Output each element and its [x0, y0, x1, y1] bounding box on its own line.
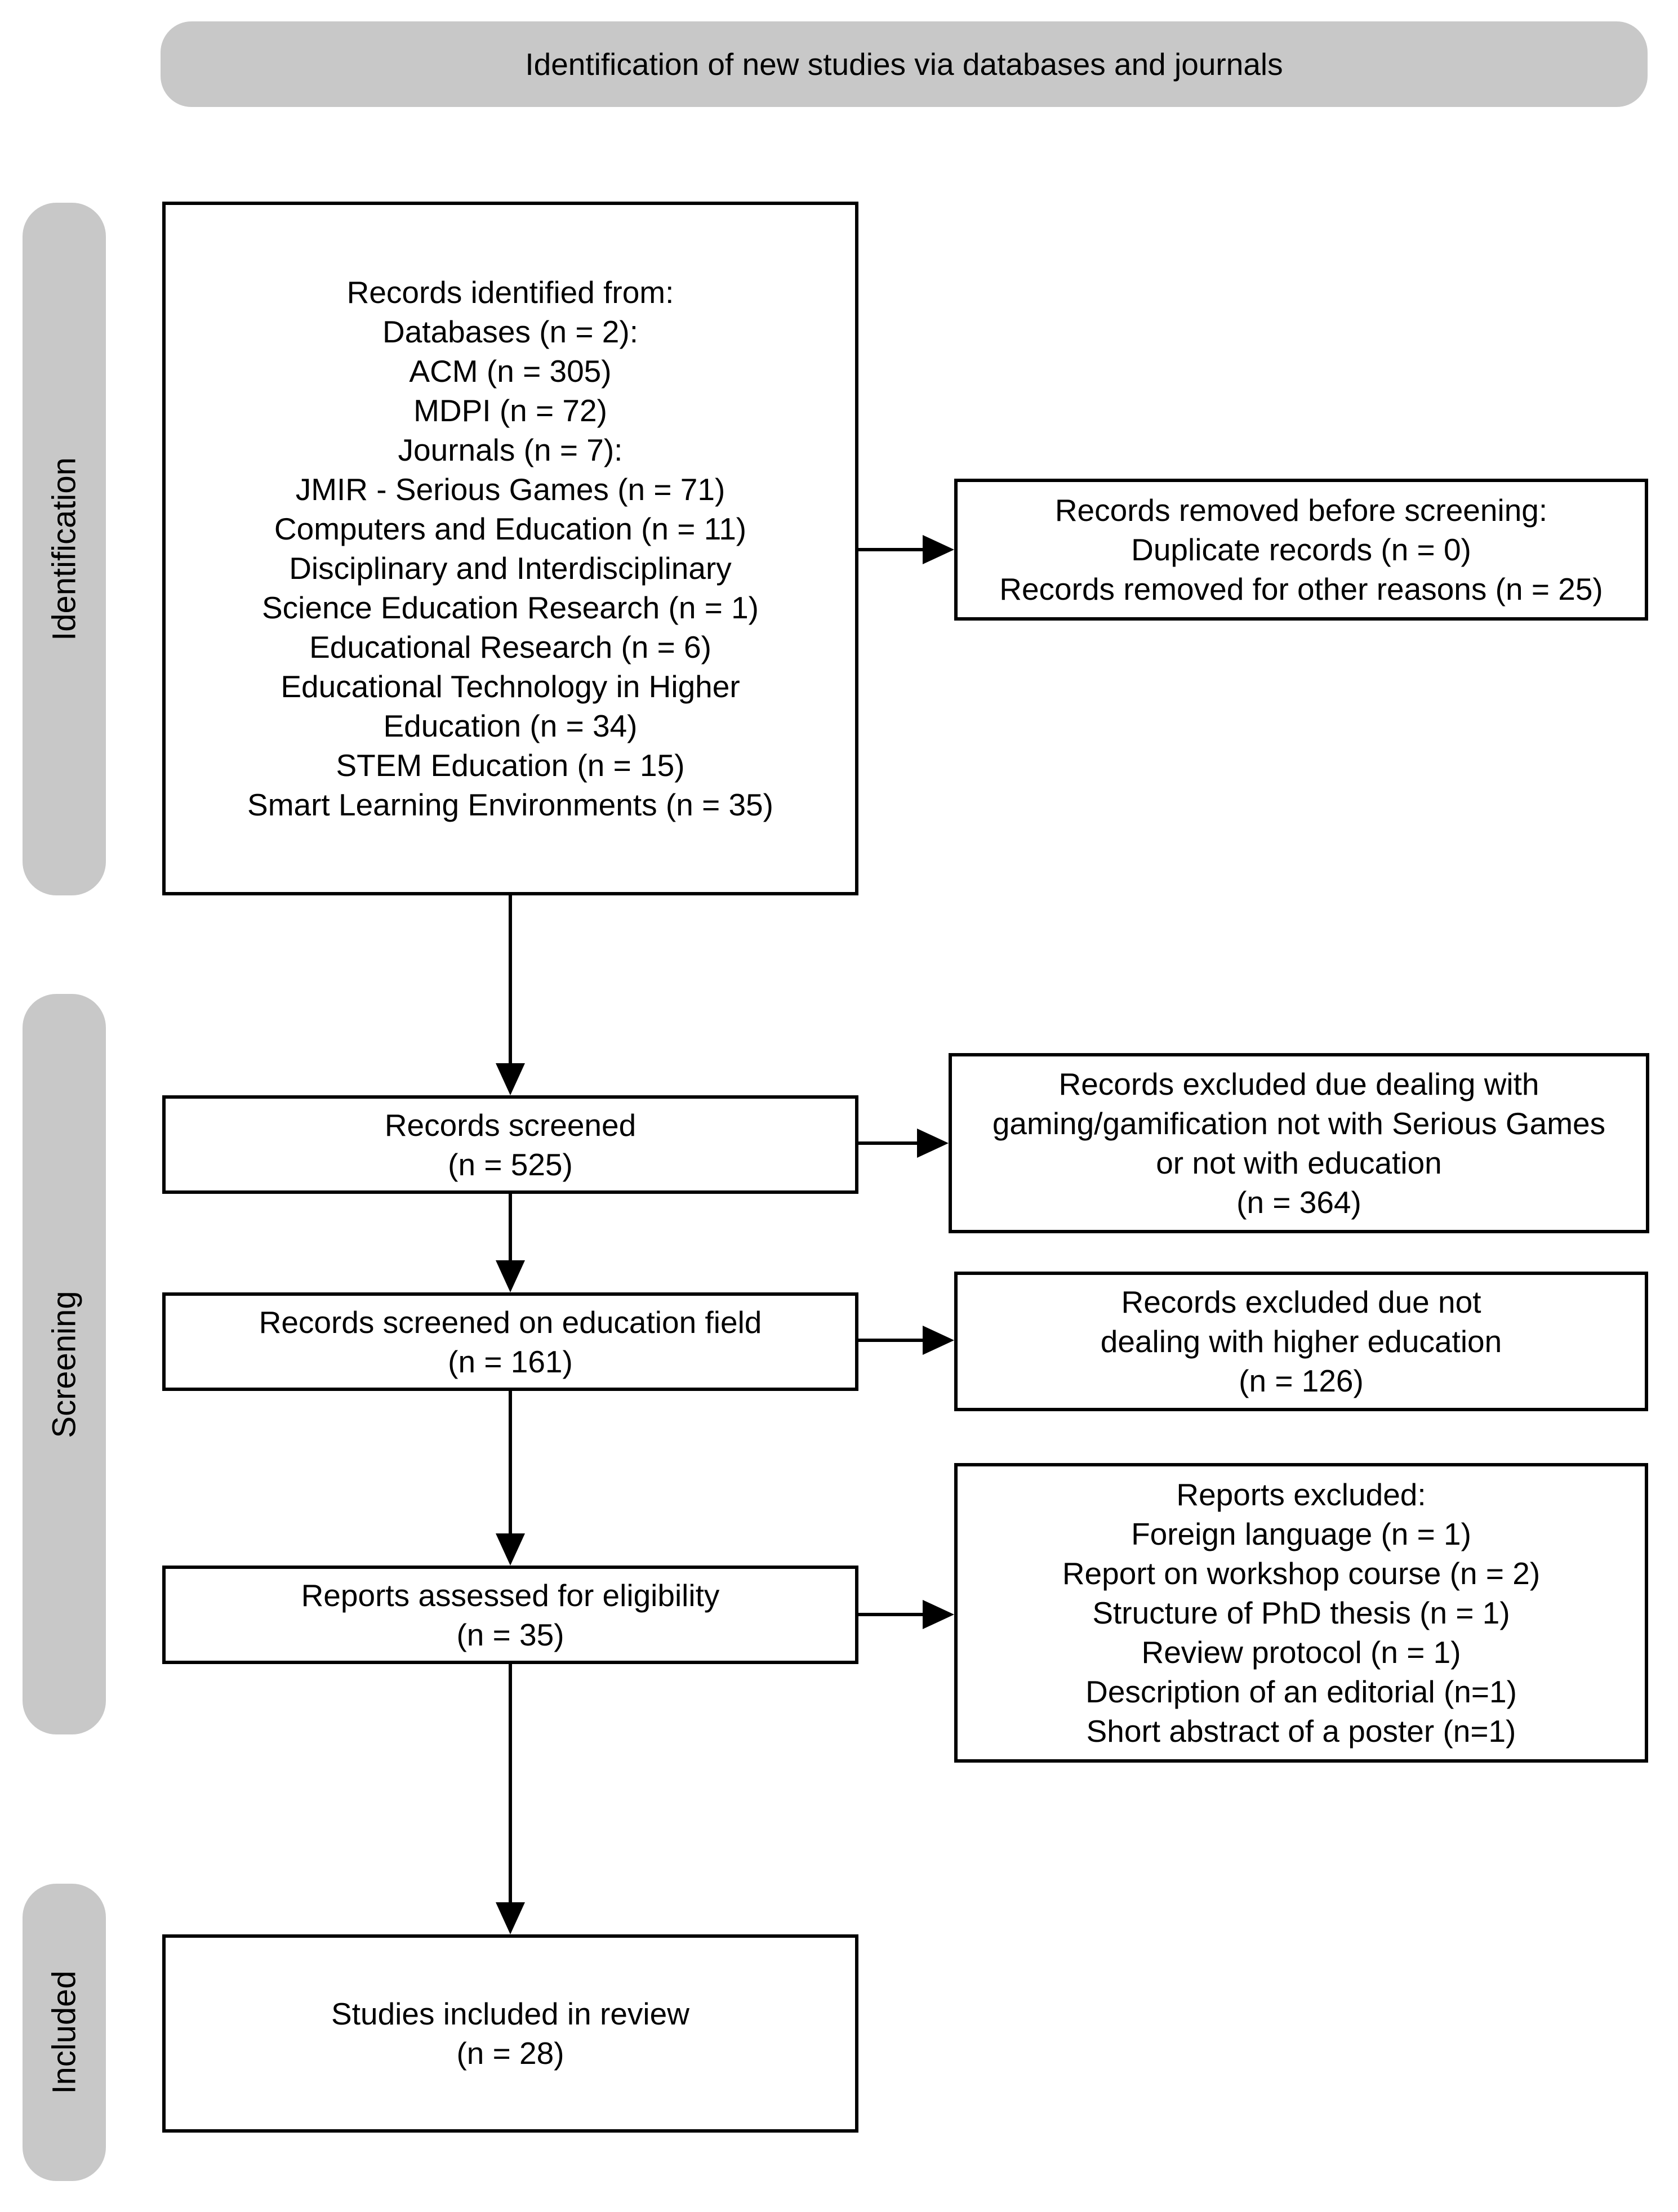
records-identified-box: Records identified from: Databases (n = 2… [162, 202, 858, 895]
records-identified-line: Educational Research (n = 6) [309, 630, 711, 665]
reports-excluded-line: Review protocol (n = 1) [1141, 1635, 1461, 1670]
arrowhead [496, 1063, 525, 1095]
excluded-gaming-box: Records excluded due dealing with gaming/… [949, 1053, 1649, 1233]
records-removed-line: Duplicate records (n = 0) [1131, 532, 1471, 567]
excluded-higher-ed-box: Records excluded due not dealing with hig… [954, 1272, 1648, 1411]
reports-excluded-box: Reports excluded: Foreign language (n = 1… [954, 1463, 1648, 1763]
records-screened-line: Records screened [384, 1107, 637, 1143]
records-identified-line: Smart Learning Environments (n = 35) [247, 787, 773, 822]
included-line: Studies included in review [331, 1996, 689, 2031]
assessed-eligibility-line: Reports assessed for eligibility [301, 1577, 720, 1613]
excluded-higher-ed-line: Records excluded due not [1121, 1285, 1481, 1319]
records-screened-line: (n = 525) [448, 1147, 573, 1182]
arrowhead [496, 1902, 525, 1934]
records-identified-line: Databases (n = 2): [382, 314, 638, 349]
assessed-eligibility-box: Reports assessed for eligibility (n = 35) [162, 1566, 858, 1664]
included-line: (n = 28) [456, 2036, 564, 2071]
screened-education-line: Records screened on education field [259, 1304, 762, 1340]
included-box: Studies included in review (n = 28) [162, 1934, 858, 2133]
reports-excluded-line: Report on workshop course (n = 2) [1062, 1556, 1541, 1591]
arrowhead [923, 1600, 954, 1629]
header-title: Identification of new studies via databa… [525, 47, 1283, 82]
arrowhead [923, 1326, 954, 1355]
records-removed-line: Records removed before screening: [1054, 493, 1548, 528]
header-banner: Identification of new studies via databa… [161, 21, 1648, 107]
records-identified-line: Computers and Education (n = 11) [274, 511, 747, 546]
excluded-gaming-line: Records excluded due dealing with [1058, 1067, 1539, 1101]
excluded-higher-ed-line: (n = 126) [1239, 1363, 1364, 1398]
records-identified-line: MDPI (n = 72) [413, 393, 607, 428]
reports-excluded-line: Description of an editorial (n=1) [1085, 1674, 1517, 1709]
records-identified-line: Disciplinary and Interdisciplinary [289, 551, 732, 586]
records-identified-line: ACM (n = 305) [409, 354, 612, 389]
reports-excluded-line: Foreign language (n = 1) [1131, 1517, 1471, 1551]
excluded-higher-ed-line: dealing with higher education [1100, 1324, 1502, 1359]
records-identified-line: JMIR - Serious Games (n = 71) [295, 472, 725, 507]
records-removed-box: Records removed before screening: Duplica… [954, 479, 1648, 621]
records-identified-line: STEM Education (n = 15) [336, 748, 685, 783]
arrowhead [496, 1260, 525, 1292]
records-screened-box: Records screened (n = 525) [162, 1095, 858, 1194]
assessed-eligibility-line: (n = 35) [456, 1617, 564, 1652]
screened-education-line: (n = 161) [448, 1344, 573, 1379]
phase-screening: Screening [23, 994, 106, 1734]
records-identified-line: Science Education Research (n = 1) [261, 590, 759, 625]
records-removed-line: Records removed for other reasons (n = 2… [999, 572, 1603, 606]
arrowhead [496, 1533, 525, 1566]
records-identified-line: Educational Technology in Higher [281, 669, 740, 704]
excluded-gaming-line: (n = 364) [1236, 1185, 1361, 1220]
records-identified-line: Journals (n = 7): [398, 432, 623, 467]
reports-excluded-line: Short abstract of a poster (n=1) [1086, 1714, 1516, 1749]
records-identified-line: Education (n = 34) [383, 708, 638, 743]
arrowhead [917, 1129, 949, 1158]
excluded-gaming-line: gaming/gamification not with Serious Gam… [992, 1106, 1606, 1141]
phase-identification: Identification [23, 203, 106, 895]
phase-included: Included [23, 1884, 106, 2181]
reports-excluded-line: Structure of PhD thesis (n = 1) [1092, 1595, 1510, 1630]
arrowhead [923, 535, 954, 564]
records-identified-line: Records identified from: [346, 275, 674, 310]
excluded-gaming-line: or not with education [1156, 1145, 1442, 1180]
screened-education-box: Records screened on education field (n = … [162, 1292, 858, 1391]
reports-excluded-line: Reports excluded: [1176, 1477, 1426, 1512]
